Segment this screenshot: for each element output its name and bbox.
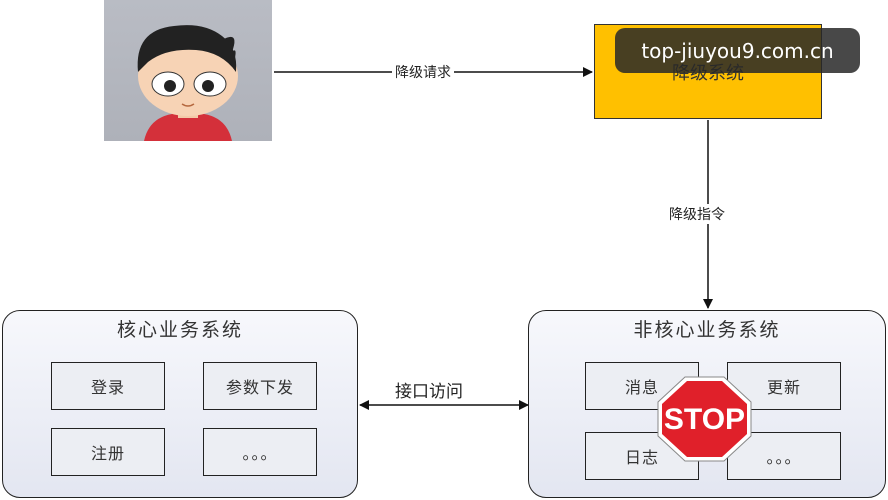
request-label: 降级请求 [392,62,454,82]
stop-sign-icon: STOP [657,376,752,462]
stop-sign-text: STOP [664,403,745,436]
module-message-label: 消息 [624,378,659,397]
module-register-label: 注册 [90,444,125,463]
core-system-title: 核心业务系统 [116,319,243,341]
interface-label: 接口访问 [392,377,466,402]
module-more-noncore-label: 。。。 [766,448,802,467]
watermark: top-jiuyou9.com.cn [615,28,860,73]
command-label: 降级指令 [666,204,728,224]
module-more: 。。。 [203,428,317,476]
module-login: 登录 [51,362,165,410]
module-more-noncore: 。。。 [727,432,841,480]
user-avatar [104,0,272,141]
module-more-label: 。。。 [242,444,278,463]
module-param-dispatch: 参数下发 [203,362,317,410]
watermark-text: top-jiuyou9.com.cn [641,38,834,63]
core-system: 核心业务系统 登录 参数下发 注册 。。。 [2,310,358,498]
module-register: 注册 [51,428,165,476]
stop-sign: STOP [657,376,752,462]
user-avatar-icon [137,25,238,141]
module-login-label: 登录 [90,378,125,397]
module-log-label: 日志 [624,448,659,467]
module-update-label: 更新 [766,378,801,397]
module-param-dispatch-label: 参数下发 [225,378,294,397]
noncore-system-title: 非核心业务系统 [633,319,781,341]
